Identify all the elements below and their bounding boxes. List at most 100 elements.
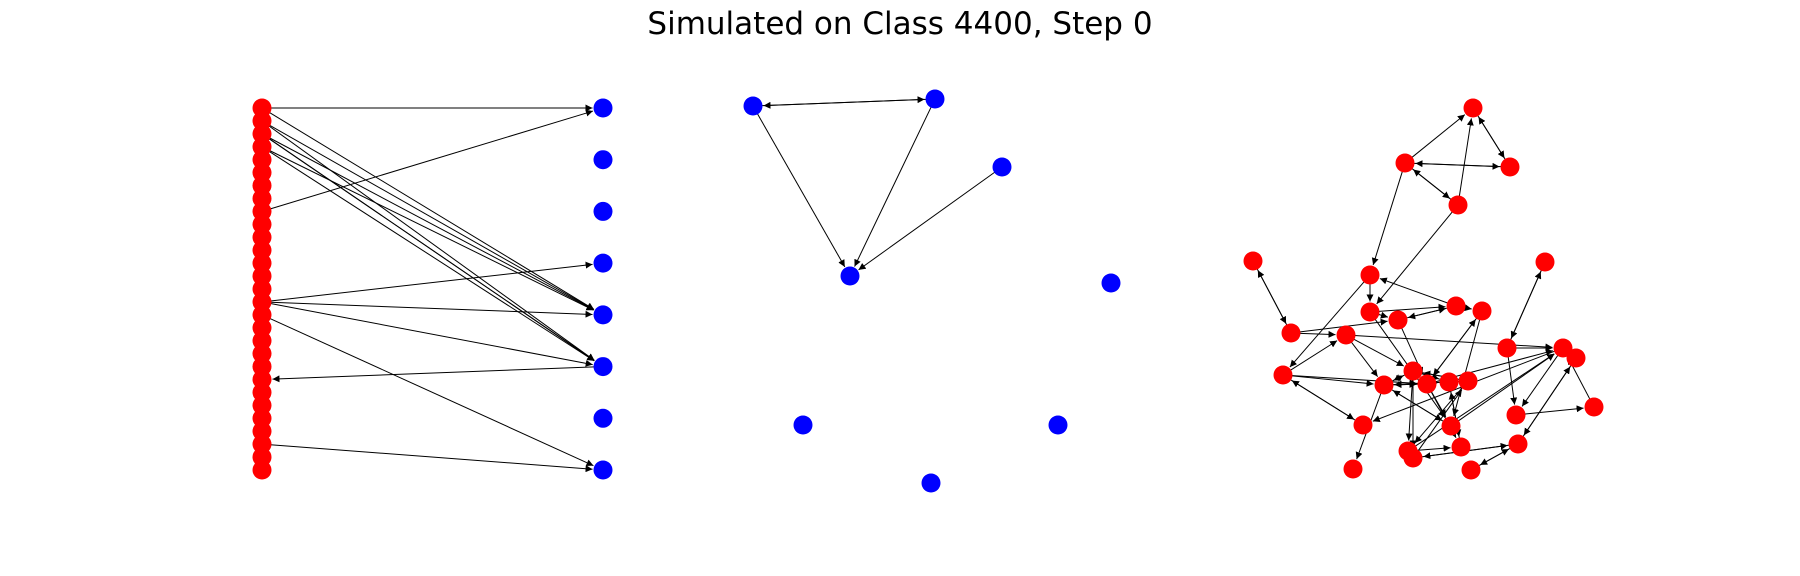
bipartite-blue-node bbox=[593, 305, 613, 325]
red-graph-node bbox=[1506, 405, 1526, 425]
blue-graph-node bbox=[743, 96, 763, 116]
bipartite-edge bbox=[263, 134, 594, 311]
red-graph-edge bbox=[1452, 312, 1482, 416]
blue-graph-edge bbox=[753, 107, 846, 268]
blue-graph-node bbox=[793, 415, 813, 435]
red-graph-node bbox=[1374, 375, 1394, 395]
red-graph-node bbox=[1336, 325, 1356, 345]
red-graph-node bbox=[1439, 372, 1459, 392]
page-title: Simulated on Class 4400, Step 0 bbox=[647, 6, 1153, 42]
red-graph-node bbox=[1243, 251, 1263, 271]
red-graph-node bbox=[1584, 397, 1604, 417]
red-graph-node bbox=[1403, 361, 1423, 381]
bipartite-edge bbox=[263, 108, 595, 310]
red-graph-edge bbox=[1371, 164, 1405, 266]
red-graph-edge bbox=[1415, 160, 1509, 168]
red-graph-node bbox=[1403, 448, 1423, 468]
red-graph-edge bbox=[1506, 349, 1518, 405]
bipartite-edge bbox=[263, 121, 595, 311]
bipartite-edge bbox=[263, 301, 593, 318]
red-graph-edge bbox=[1412, 169, 1457, 205]
red-graph-node bbox=[1566, 348, 1586, 368]
red-graph-edge bbox=[1507, 271, 1542, 347]
red-graph-edge bbox=[1523, 359, 1576, 436]
red-graph-edge bbox=[1346, 336, 1379, 377]
red-graph-edge bbox=[1521, 349, 1563, 407]
red-graph-edge bbox=[1457, 118, 1474, 204]
bipartite-edge bbox=[263, 443, 593, 473]
bipartite-edge bbox=[263, 301, 593, 367]
red-graph-node bbox=[1497, 338, 1517, 358]
red-graph-edge bbox=[1409, 353, 1555, 451]
red-graph-node bbox=[1461, 460, 1481, 480]
red-graph-node bbox=[1343, 459, 1363, 479]
bipartite-edge bbox=[263, 261, 593, 303]
red-graph-node bbox=[1458, 371, 1478, 391]
red-graph-node bbox=[1441, 416, 1461, 436]
bipartite-blue-node bbox=[593, 253, 613, 273]
red-graph-edge bbox=[1291, 380, 1362, 425]
edges-layer bbox=[263, 96, 1594, 473]
red-graph-edge bbox=[1413, 389, 1463, 457]
blue-graph-edge bbox=[858, 167, 1001, 271]
red-graph-edge bbox=[1379, 277, 1455, 306]
blue-graph-edge bbox=[854, 100, 935, 267]
bipartite-blue-node bbox=[593, 150, 613, 170]
red-graph-node bbox=[1535, 252, 1555, 272]
nodes-layer bbox=[252, 89, 1604, 493]
red-graph-edge bbox=[1399, 306, 1446, 321]
red-graph-edge bbox=[1289, 276, 1370, 368]
blue-graph-node bbox=[840, 266, 860, 286]
red-graph-node bbox=[1395, 153, 1415, 173]
bipartite-edge bbox=[272, 366, 602, 383]
red-graph-edge bbox=[1347, 335, 1404, 367]
bipartite-edge bbox=[263, 147, 595, 362]
red-graph-node bbox=[1553, 338, 1573, 358]
red-graph-node bbox=[1508, 434, 1528, 454]
red-graph-edge bbox=[1284, 374, 1374, 387]
red-graph-node bbox=[1281, 323, 1301, 343]
blue-graph-node bbox=[921, 473, 941, 493]
bipartite-blue-node bbox=[593, 98, 613, 118]
bipartite-blue-node bbox=[593, 201, 613, 221]
red-graph-edge bbox=[1292, 318, 1388, 334]
red-graph-node bbox=[1472, 301, 1492, 321]
red-graph-edge bbox=[1347, 334, 1553, 351]
red-graph-node bbox=[1388, 310, 1408, 330]
red-graph-edge bbox=[1392, 390, 1450, 426]
bipartite-red-node bbox=[252, 460, 272, 480]
bipartite-edge bbox=[263, 121, 595, 361]
red-graph-node bbox=[1417, 374, 1437, 394]
red-graph-node bbox=[1360, 265, 1380, 285]
red-graph-edge bbox=[1478, 116, 1510, 166]
bipartite-edge bbox=[263, 109, 594, 212]
blue-graph-edge bbox=[754, 96, 925, 107]
red-graph-node bbox=[1353, 415, 1373, 435]
blue-graph-node bbox=[1101, 273, 1121, 293]
bipartite-edge bbox=[263, 147, 594, 311]
red-graph-edge bbox=[1376, 206, 1458, 305]
red-graph-edge bbox=[1371, 303, 1446, 313]
blue-graph-node bbox=[992, 157, 1012, 177]
bipartite-blue-node bbox=[593, 460, 613, 480]
red-graph-edge bbox=[1257, 270, 1291, 332]
red-graph-node bbox=[1446, 296, 1466, 316]
red-graph-edge bbox=[1405, 372, 1414, 441]
red-graph-edge bbox=[1284, 340, 1338, 375]
red-graph-edge bbox=[1406, 114, 1466, 163]
blue-graph-node bbox=[1048, 415, 1068, 435]
red-graph-node bbox=[1451, 437, 1471, 457]
bipartite-edge bbox=[263, 134, 595, 362]
red-graph-node bbox=[1448, 195, 1468, 215]
red-graph-edge bbox=[1452, 353, 1555, 426]
bipartite-blue-node bbox=[593, 357, 613, 377]
red-graph-edge bbox=[1517, 405, 1584, 416]
red-graph-node bbox=[1463, 98, 1483, 118]
red-graph-edge bbox=[1432, 312, 1482, 376]
red-graph-node bbox=[1273, 365, 1293, 385]
bipartite-blue-node bbox=[593, 408, 613, 428]
blue-graph-node bbox=[925, 89, 945, 109]
bipartite-edge bbox=[263, 315, 594, 467]
red-graph-node bbox=[1360, 302, 1380, 322]
